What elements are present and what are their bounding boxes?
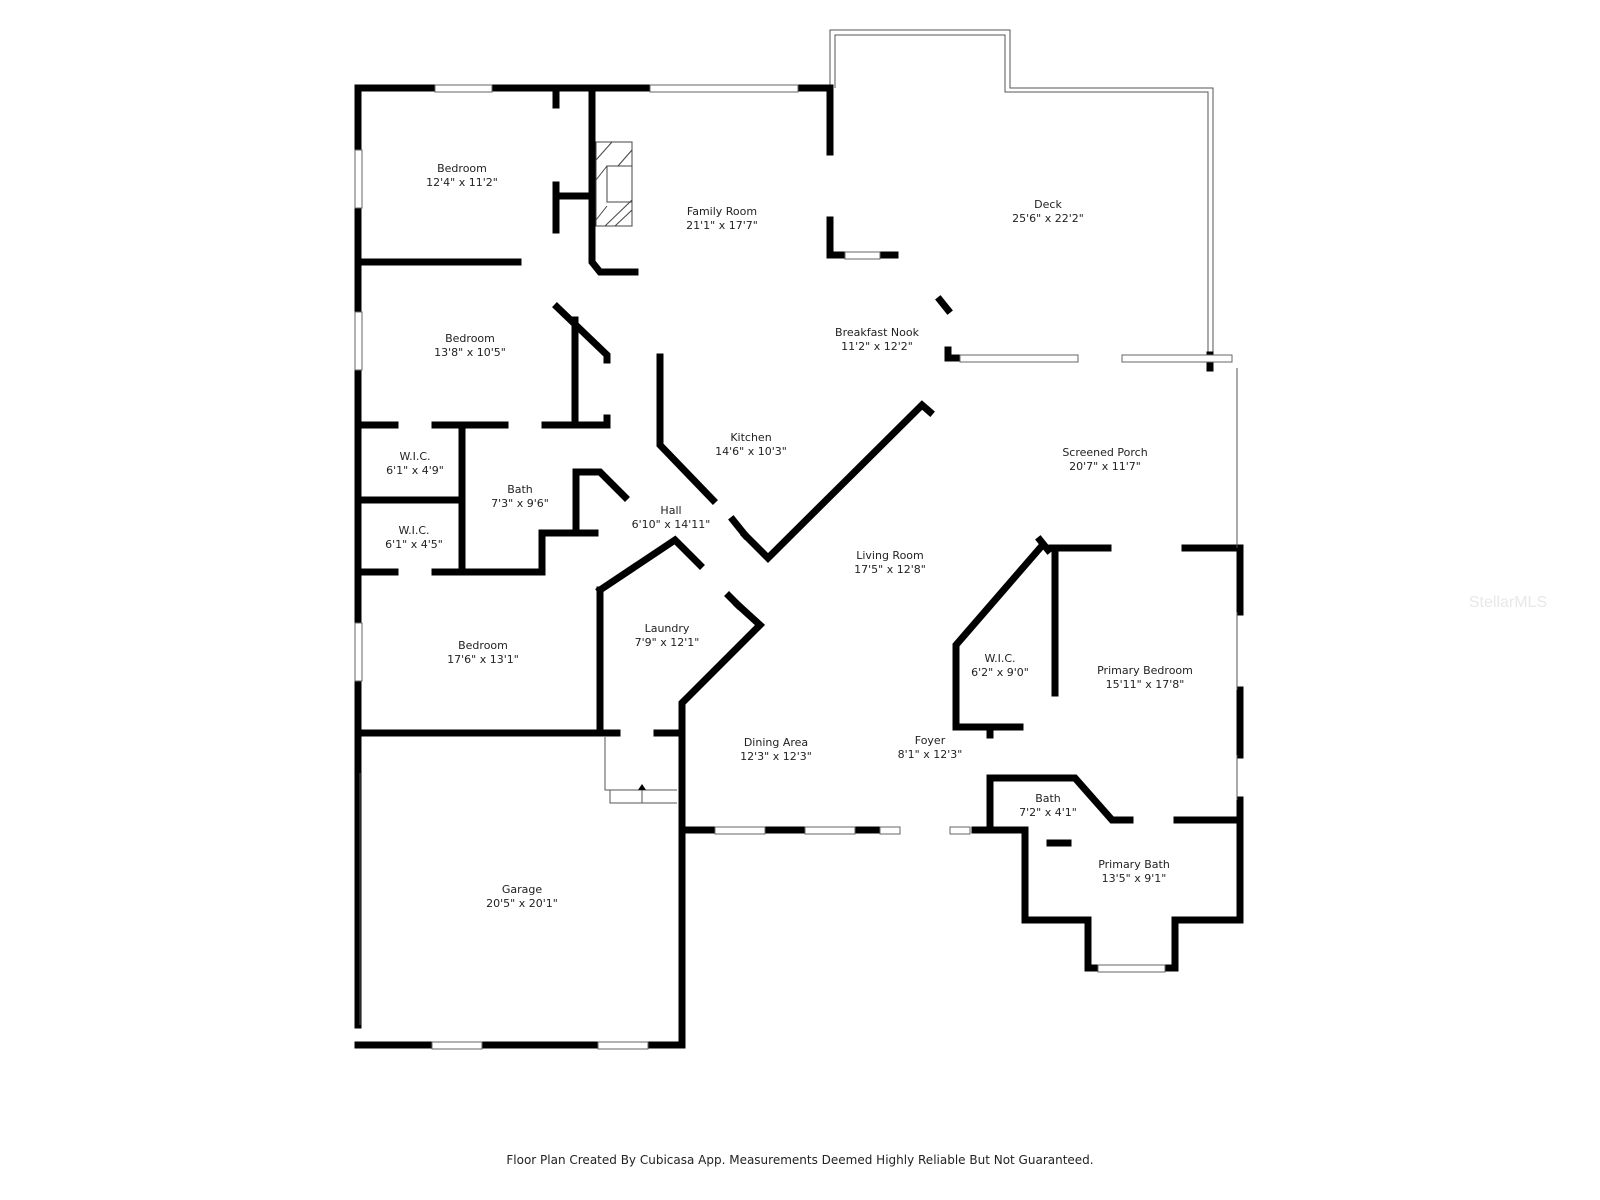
room-name: Kitchen <box>730 431 772 444</box>
room-name: Garage <box>501 883 543 896</box>
room-label-kitchen: Kitchen 14'6" x 10'3" <box>715 431 787 459</box>
room-label-wic-2: W.I.C. 6'1" x 4'5" <box>385 524 443 552</box>
room-name: Bedroom <box>458 639 508 652</box>
room-dimensions: 17'5" x 12'8" <box>854 563 926 576</box>
room-name: Dining Area <box>743 736 809 749</box>
room-label-laundry: Laundry 7'9" x 12'1" <box>635 622 700 650</box>
room-dimensions: 6'10" x 14'11" <box>631 518 711 531</box>
room-dimensions: 7'3" x 9'6" <box>491 497 549 510</box>
room-label-wic-1: W.I.C. 6'1" x 4'9" <box>386 450 444 478</box>
room-dimensions: 21'1" x 17'7" <box>686 219 758 232</box>
room-dimensions: 11'2" x 12'2" <box>841 340 913 353</box>
room-dimensions: 12'3" x 12'3" <box>740 750 812 763</box>
room-name: Primary Bedroom <box>1097 664 1193 677</box>
room-dimensions: 12'4" x 11'2" <box>426 176 498 189</box>
footer-disclaimer: Floor Plan Created By Cubicasa App. Meas… <box>506 1153 1094 1167</box>
room-dimensions: 13'8" x 10'5" <box>434 346 506 359</box>
room-name: Foyer <box>914 734 946 747</box>
room-dimensions: 20'5" x 20'1" <box>486 897 558 910</box>
room-name: Hall <box>660 504 682 517</box>
room-name: W.I.C. <box>399 450 431 463</box>
room-dimensions: 6'1" x 4'9" <box>386 464 444 477</box>
room-dimensions: 13'5" x 9'1" <box>1101 872 1167 885</box>
room-name: Deck <box>1034 198 1062 211</box>
room-label-bath-2: Bath 7'2" x 4'1" <box>1019 792 1077 820</box>
room-label-living-room: Living Room 17'5" x 12'8" <box>854 549 926 577</box>
deck-outline <box>829 29 1214 358</box>
room-name: Laundry <box>644 622 690 635</box>
room-label-hall: Hall 6'10" x 14'11" <box>632 504 711 532</box>
room-name: Bath <box>507 483 533 496</box>
room-dimensions: 7'2" x 4'1" <box>1019 806 1077 819</box>
walls <box>354 84 1244 1049</box>
room-label-foyer: Foyer 8'1" x 12'3" <box>898 734 963 762</box>
room-label-dining-area: Dining Area 12'3" x 12'3" <box>740 736 812 764</box>
room-label-primary-bedroom: Primary Bedroom 15'11" x 17'8" <box>1097 664 1193 692</box>
room-dimensions: 14'6" x 10'3" <box>715 445 787 458</box>
room-name: W.I.C. <box>398 524 430 537</box>
room-label-screened-porch: Screened Porch 20'7" x 11'7" <box>1062 446 1147 474</box>
room-label-breakfast-nook: Breakfast Nook 11'2" x 12'2" <box>835 326 919 354</box>
room-dimensions: 7'9" x 12'1" <box>634 636 700 649</box>
room-label-bath-1: Bath 7'3" x 9'6" <box>491 483 549 511</box>
watermark: StellarMLS <box>1468 594 1548 611</box>
room-dimensions: 6'2" x 9'0" <box>971 666 1029 679</box>
room-label-family-room: Family Room 21'1" x 17'7" <box>686 205 758 233</box>
room-name: Screened Porch <box>1062 446 1148 459</box>
room-name: Living Room <box>856 549 924 562</box>
room-name: Bedroom <box>437 162 487 175</box>
room-name: Breakfast Nook <box>835 326 919 339</box>
room-name: W.I.C. <box>984 652 1016 665</box>
room-dimensions: 8'1" x 12'3" <box>897 748 963 761</box>
room-name: Primary Bath <box>1098 858 1170 871</box>
room-dimensions: 17'6" x 13'1" <box>447 653 519 666</box>
room-dimensions: 6'1" x 4'5" <box>385 538 443 551</box>
room-label-wic-3: W.I.C. 6'2" x 9'0" <box>971 652 1029 680</box>
room-name: Family Room <box>686 205 758 218</box>
room-label-garage: Garage 20'5" x 20'1" <box>486 883 558 911</box>
garage-steps <box>604 737 677 804</box>
room-name: Bath <box>1035 792 1061 805</box>
room-name: Bedroom <box>445 332 495 345</box>
room-dimensions: 25'6" x 22'2" <box>1012 212 1084 225</box>
room-dimensions: 20'7" x 11'7" <box>1069 460 1141 473</box>
room-label-bedroom-3: Bedroom 17'6" x 13'1" <box>447 639 519 667</box>
windows <box>354 84 1238 1050</box>
room-label-bedroom-2: Bedroom 13'8" x 10'5" <box>434 332 506 360</box>
room-label-primary-bath: Primary Bath 13'5" x 9'1" <box>1098 858 1170 886</box>
room-label-deck: Deck 25'6" x 22'2" <box>1012 198 1084 226</box>
room-label-bedroom-1: Bedroom 12'4" x 11'2" <box>426 162 498 190</box>
room-dimensions: 15'11" x 17'8" <box>1105 678 1185 691</box>
